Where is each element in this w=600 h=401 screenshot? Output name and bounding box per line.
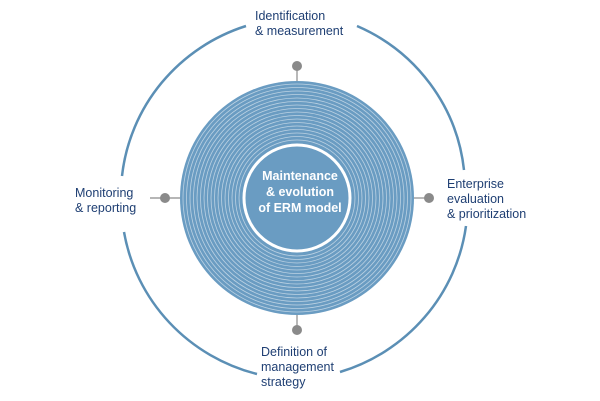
stage-label-line: Definition of: [261, 345, 328, 359]
stage-label-identification: Identification & measurement: [255, 9, 343, 39]
stage-label-monitoring: Monitoring & reporting: [75, 186, 136, 216]
stage-label-line: management: [261, 360, 334, 374]
core-stripe-ring: [207, 108, 387, 288]
node-top: [292, 61, 302, 71]
center-label-line: of ERM model: [258, 201, 342, 215]
core-stripe-ring: [221, 122, 373, 274]
stage-label-line: Enterprise: [447, 177, 504, 191]
stage-label-line: strategy: [261, 375, 306, 389]
stage-label-line: & measurement: [255, 24, 344, 38]
node-bottom: [292, 325, 302, 335]
core-stripe-ring: [182, 83, 412, 313]
node-left: [160, 193, 170, 203]
node-right: [424, 193, 434, 203]
center-circle: [242, 143, 352, 253]
center-label: Maintenance & evolution of ERM model: [230, 168, 370, 216]
center-label-line: Maintenance: [262, 169, 338, 183]
core-stripe-ring: [214, 115, 380, 281]
stage-label-line: & reporting: [75, 201, 137, 215]
core-stripe-ring: [228, 129, 366, 267]
core-stripe-ring: [235, 136, 359, 260]
core-stripe-ring: [224, 125, 370, 271]
core-stripe-ring: [189, 90, 405, 306]
core-stripes: [182, 83, 412, 313]
stage-label-definition-strategy: Definition of management strategy: [261, 345, 334, 390]
stage-label-line: & prioritization: [447, 207, 527, 221]
core-stripe-ring: [231, 132, 363, 264]
core-stripe-ring: [193, 94, 401, 302]
core-stripe-ring: [203, 104, 391, 292]
core-stripe-ring: [186, 87, 408, 309]
outer-arc-bottom-right: [339, 225, 468, 374]
core-stripe-ring: [238, 139, 356, 257]
center-label-line: & evolution: [265, 185, 335, 199]
core-stripe-ring: [210, 111, 384, 285]
stage-label-enterprise-evaluation: Enterprise evaluation & prioritization: [447, 177, 526, 222]
stage-label-line: evaluation: [447, 192, 504, 206]
outer-arc-bottom-left: [122, 231, 258, 376]
outer-arc-top-left: [120, 24, 247, 177]
stage-label-line: Identification: [255, 9, 326, 23]
core-stripe-ring: [200, 101, 394, 295]
core-stripe-ring: [196, 97, 398, 299]
stage-label-line: Monitoring: [75, 186, 134, 200]
core-stripe-ring: [217, 118, 377, 278]
outer-arc-top-right: [356, 24, 466, 171]
